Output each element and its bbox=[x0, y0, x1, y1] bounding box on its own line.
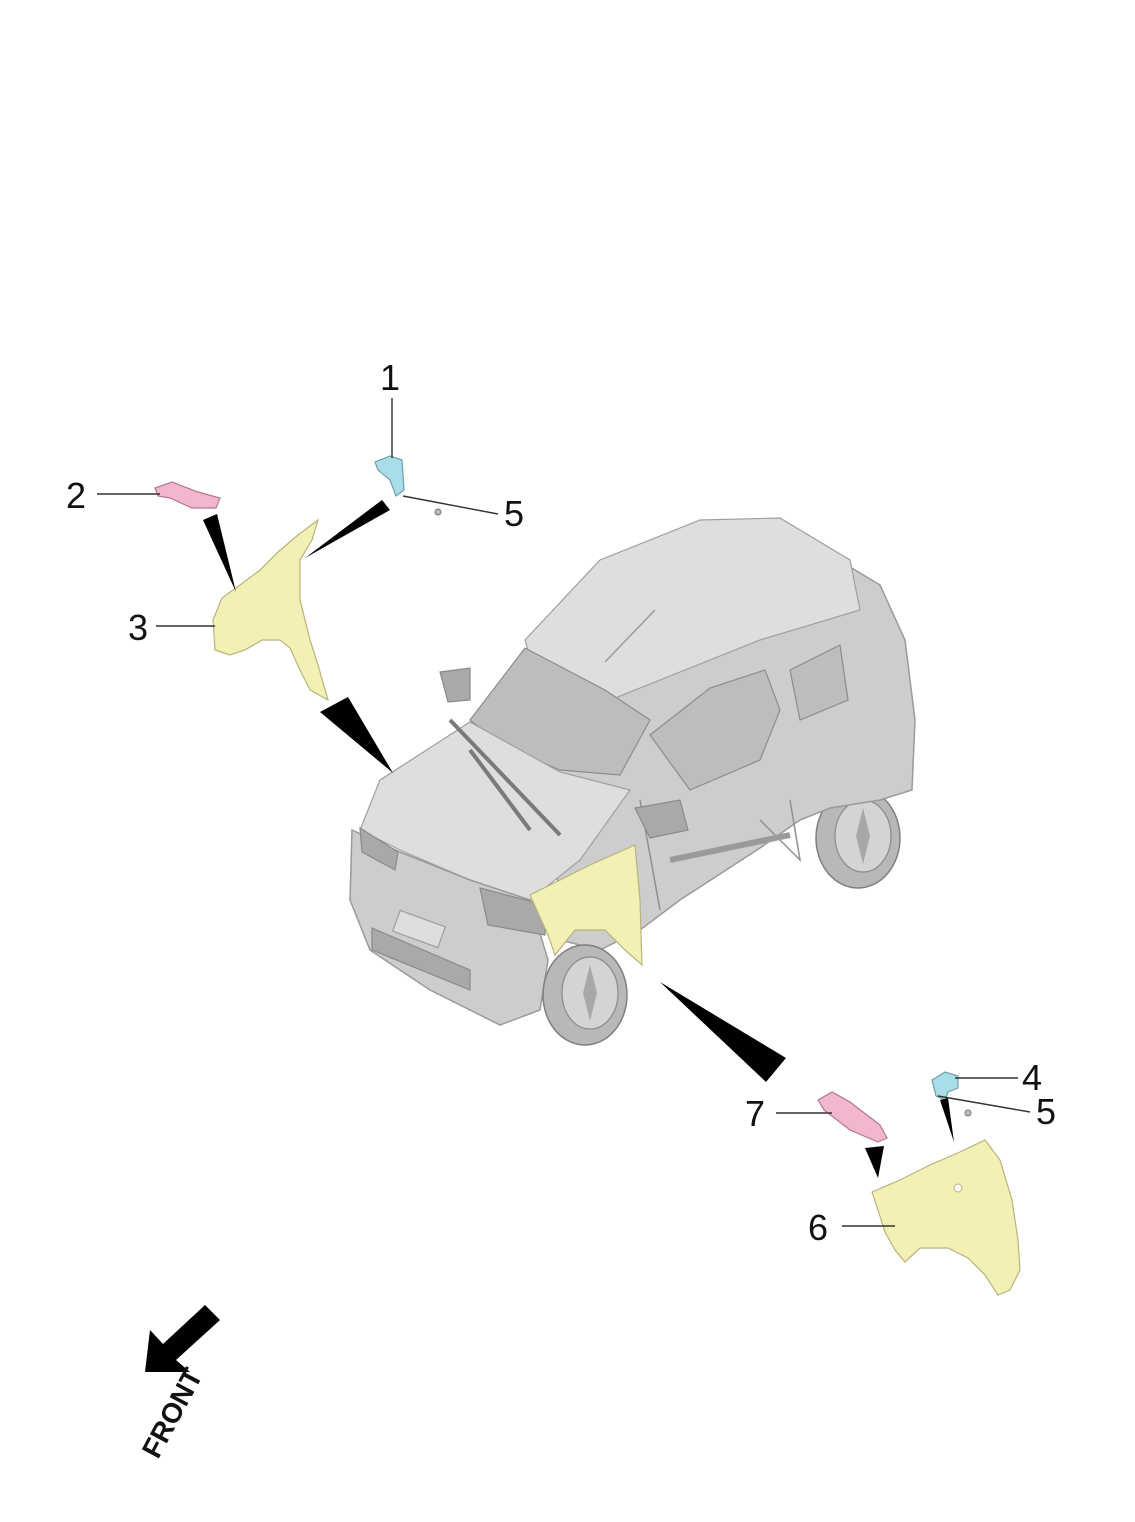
callout-6: 6 bbox=[808, 1207, 828, 1248]
callout-4: 4 bbox=[1022, 1057, 1042, 1098]
front-direction-indicator: FRONT bbox=[136, 1305, 220, 1463]
pointer-part-2 bbox=[203, 514, 236, 592]
part-4-bracket bbox=[931, 1071, 959, 1101]
front-wheel bbox=[542, 944, 628, 1046]
part-5-bolt-left bbox=[434, 508, 442, 516]
callout-5-right: 5 bbox=[1036, 1091, 1056, 1132]
part-3-front-fender bbox=[212, 518, 329, 702]
pointer-part-7 bbox=[865, 1146, 884, 1178]
callout-3: 3 bbox=[128, 607, 148, 648]
part-7-bracket bbox=[817, 1091, 888, 1143]
leader-line-5-left bbox=[402, 495, 499, 515]
installed-front-fender bbox=[529, 844, 643, 967]
car-left-mirror bbox=[439, 667, 471, 703]
part-6-front-fender bbox=[871, 1139, 1021, 1296]
callout-2: 2 bbox=[66, 475, 86, 516]
part-5-bolt-right bbox=[964, 1109, 972, 1117]
front-label: FRONT bbox=[136, 1363, 209, 1463]
pointer-car-lower bbox=[660, 982, 786, 1082]
callout-5-left: 5 bbox=[504, 493, 524, 534]
car-right-mirror bbox=[634, 799, 689, 839]
part-2-bracket bbox=[154, 481, 221, 509]
callout-7: 7 bbox=[745, 1093, 765, 1134]
car-grille bbox=[371, 927, 471, 991]
part-1-bracket bbox=[374, 455, 405, 497]
car-front-fascia bbox=[349, 828, 549, 1026]
car-left-headlight bbox=[359, 826, 399, 871]
pointer-part-1 bbox=[305, 500, 390, 558]
rear-wheel bbox=[815, 787, 901, 889]
pointer-car-upper bbox=[320, 697, 393, 773]
vehicle-illustration bbox=[349, 517, 916, 1046]
car-front-side-window bbox=[649, 669, 781, 791]
arrow-front-icon bbox=[145, 1305, 220, 1372]
leader-line-5-right bbox=[937, 1095, 1031, 1113]
car-rear-side-window bbox=[789, 644, 849, 721]
car-right-headlight bbox=[479, 887, 546, 936]
pointer-part-4 bbox=[940, 1098, 954, 1142]
callout-1: 1 bbox=[380, 357, 400, 398]
